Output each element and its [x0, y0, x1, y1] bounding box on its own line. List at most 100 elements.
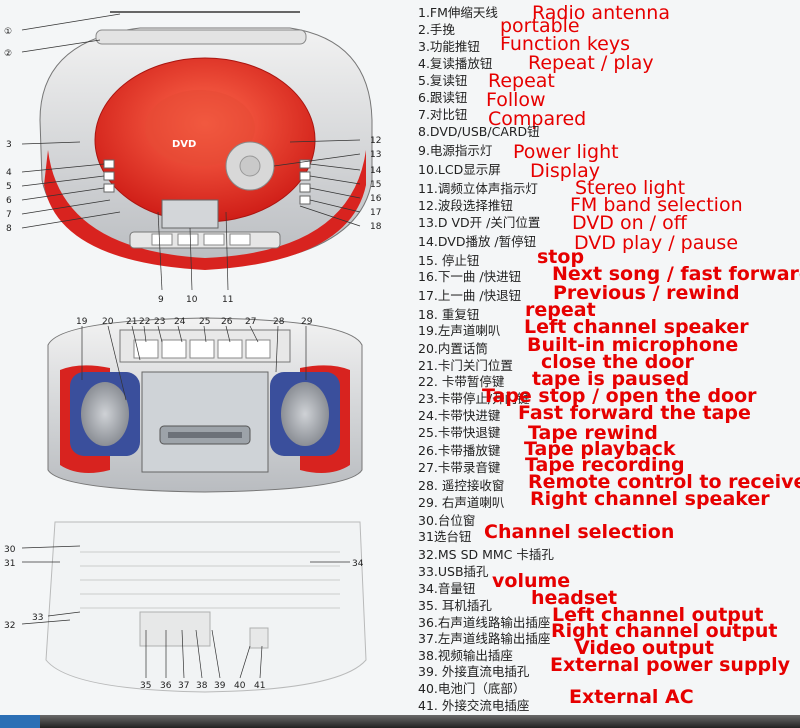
legend-item-36-chinese: 36.右声道线路输出插座 — [418, 615, 551, 630]
legend-item-18-english: repeat — [525, 299, 596, 321]
svg-text:12: 12 — [370, 136, 381, 146]
top-buttons — [103, 159, 311, 249]
svg-text:38: 38 — [196, 681, 208, 691]
legend-item-41-chinese: 41. 外接交流电插座 — [418, 698, 530, 713]
legend-item-15-english: stop — [537, 246, 585, 268]
svg-text:27: 27 — [245, 317, 256, 327]
legend-item-11-english: Stereo light — [575, 177, 686, 199]
svg-text:31: 31 — [4, 559, 15, 569]
legend-item-17-chinese: 17.上一曲 /快退钮 — [418, 288, 522, 303]
legend-item-28-chinese: 28. 遥控接收窗 — [418, 478, 505, 493]
legend-item-9-chinese: 9.电源指示灯 — [418, 143, 493, 158]
legend-item-37-chinese: 37.左声道线路输出插座 — [418, 631, 551, 646]
svg-text:14: 14 — [370, 166, 382, 176]
legend-item-21-chinese: 21.卡门关门位置 — [418, 358, 513, 373]
svg-text:10: 10 — [186, 295, 198, 305]
svg-text:24: 24 — [174, 317, 186, 327]
legend-item-19-english: Left channel speaker — [524, 316, 749, 338]
legend-item-22-english: tape is paused — [532, 368, 690, 390]
legend-item-6-english: Follow — [486, 89, 546, 111]
legend-item-10-english: Display — [530, 160, 601, 182]
svg-text:16: 16 — [370, 194, 382, 204]
svg-text:4: 4 — [6, 168, 12, 178]
legend-item-10-chinese: 10.LCD显示屏 — [418, 162, 501, 177]
legend-item-9-english: Power light — [513, 141, 619, 163]
svg-text:40: 40 — [234, 681, 246, 691]
svg-text:32: 32 — [4, 621, 15, 631]
legend-item-3-chinese: 3.功能推钮 — [418, 39, 480, 54]
svg-text:26: 26 — [221, 317, 233, 327]
legend-item-33-chinese: 33.USB插孔 — [418, 564, 489, 579]
legend-item-4-chinese: 4.复读播放钮 — [418, 56, 493, 71]
legend-item-31-chinese: 31选台钮 — [418, 529, 472, 544]
legend-item-14-chinese: 14.DVD播放 /暂停钮 — [418, 234, 537, 249]
legend-item-20-english: Built-in microphone — [527, 334, 739, 356]
bottom-bar — [0, 715, 800, 728]
svg-text:②: ② — [4, 49, 12, 59]
legend-item-38-chinese: 38.视频输出插座 — [418, 648, 513, 663]
legend-item-18-chinese: 18. 重复钮 — [418, 307, 480, 322]
legend-item-23-chinese: 23.卡带停止/开门键 — [418, 391, 530, 406]
legend-item-14-english: DVD play / pause — [574, 232, 739, 254]
svg-text:8: 8 — [6, 224, 12, 234]
ac-socket — [249, 627, 269, 649]
legend-item-1-english: Radio antenna — [532, 2, 670, 24]
lid-highlight — [145, 90, 255, 166]
top-view: DVD — [4, 11, 382, 305]
legend-item-41-english: External AC — [569, 686, 694, 708]
legend-item-39-english: External power supply — [550, 654, 791, 676]
legend-item-29-english: Right channel speaker — [530, 488, 770, 510]
legend-item-16-chinese: 16.下一曲 /快进钮 — [418, 269, 522, 284]
output-jacks-panel — [139, 611, 211, 647]
legend-item-7-english: Compared — [488, 108, 587, 130]
front-callouts: 19 20 21 22 23 24 25 26 27 28 29 — [76, 317, 313, 327]
back-callouts: 30 31 32 33 34 35 36 37 38 39 40 41 — [4, 545, 364, 691]
legend-item-21-english: close the door — [541, 351, 694, 373]
legend-item-12-english: FM band selection — [570, 194, 743, 216]
legend-item-25-chinese: 25.卡带快退键 — [418, 425, 501, 440]
legend-item-34-english: volume — [492, 570, 571, 592]
legend-item-16-english: Next song / fast forward — [552, 263, 800, 285]
svg-text:33: 33 — [32, 613, 43, 623]
legend-item-24-english: Fast forward the tape — [518, 402, 751, 424]
legend-item-32-chinese: 32.MS SD MMC 卡插孔 — [418, 547, 554, 562]
dvd-logo: DVD — [172, 139, 196, 150]
legend-item-28-english: Remote control to receive — [528, 471, 800, 493]
svg-text:3: 3 — [6, 140, 12, 150]
svg-text:19: 19 — [76, 317, 88, 327]
svg-text:17: 17 — [370, 208, 381, 218]
svg-text:21: 21 — [126, 317, 137, 327]
legend-item-27-english: Tape recording — [525, 454, 685, 476]
legend-item-20-chinese: 20.内置话筒 — [418, 341, 488, 356]
front-leader-lines — [81, 325, 307, 401]
svg-text:22: 22 — [139, 317, 150, 327]
legend-item-19-chinese: 19.左声道喇叭 — [418, 323, 501, 338]
legend-item-1-chinese: 1.FM伸缩天线 — [418, 5, 498, 20]
legend-item-5-english: Repeat — [488, 70, 555, 92]
legend-item-5-chinese: 5.复读钮 — [418, 73, 468, 88]
svg-text:25: 25 — [199, 317, 210, 327]
svg-text:15: 15 — [370, 180, 381, 190]
svg-text:7: 7 — [6, 210, 12, 220]
legend-item-37-english: Right channel output — [551, 620, 778, 642]
legend-item-24-chinese: 24.卡带快进键 — [418, 408, 501, 423]
svg-text:41: 41 — [254, 681, 265, 691]
legend-item-31-english: Channel selection — [484, 521, 675, 543]
svg-text:39: 39 — [214, 681, 226, 691]
svg-text:9: 9 — [158, 295, 164, 305]
legend-item-35-english: headset — [531, 587, 618, 609]
legend-item-34-chinese: 34.音量钮 — [418, 581, 476, 596]
svg-text:34: 34 — [352, 559, 364, 569]
right-speaker-cone — [281, 382, 329, 446]
legend-item-2-chinese: 2.手挽 — [418, 22, 455, 37]
svg-text:6: 6 — [6, 196, 12, 206]
legend-item-3-english: Function keys — [500, 33, 631, 55]
front-view: 19 20 21 22 23 24 25 26 27 28 29 — [47, 317, 363, 493]
legend-item-11-chinese: 11.调频立体声指示灯 — [418, 181, 538, 196]
legend-item-26-english: Tape playback — [524, 438, 676, 460]
legend-item-8-chinese: 8.DVD/USB/CARD钮 — [418, 124, 540, 139]
legend-item-40-chinese: 40.电池门（底部） — [418, 681, 526, 696]
lcd-display — [161, 199, 219, 229]
legend-item-36-english: Left channel output — [552, 604, 764, 626]
legend-item-12-chinese: 12.波段选择推钮 — [418, 198, 513, 213]
